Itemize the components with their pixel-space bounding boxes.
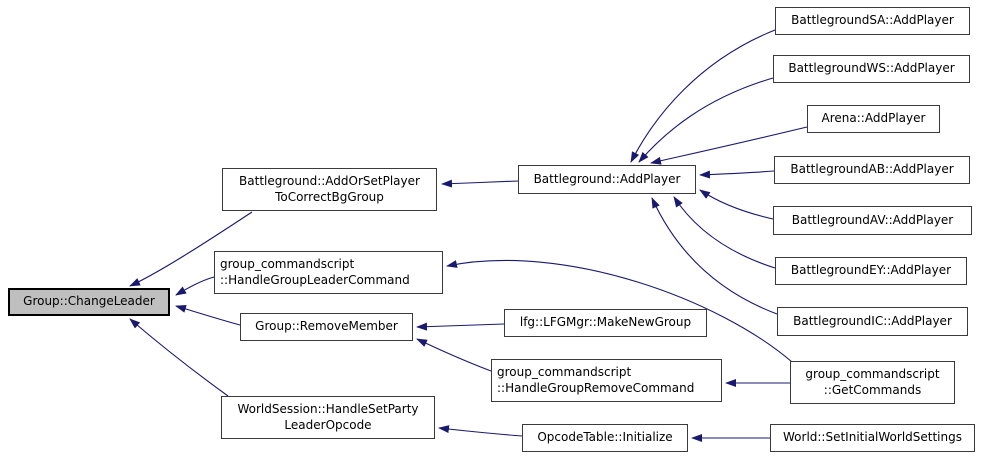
node-label: group_commandscript: [805, 366, 940, 381]
node-world-set-initial-world-settings[interactable]: World::SetInitialWorldSettings: [770, 424, 975, 452]
node-label: group_commandscript: [497, 364, 632, 379]
node-label: Arena::AddPlayer: [821, 111, 926, 126]
node-label: Battleground::AddPlayer: [533, 171, 681, 186]
node-label: ::GetCommands: [823, 382, 922, 397]
edge-handle-group-leader-command--change-leader: [175, 276, 215, 296]
node-handle-group-leader-command[interactable]: group_commandscript::HandleGroupLeaderCo…: [214, 251, 443, 294]
node-label: BattlegroundSA::AddPlayer: [791, 13, 954, 28]
node-label: BattlegroundAB::AddPlayer: [790, 162, 954, 177]
node-battleground-sa-add-player[interactable]: BattlegroundSA::AddPlayer: [775, 7, 970, 35]
node-label: lfg::LFGMgr::MakeNewGroup: [519, 315, 692, 330]
edge-get-commands--handle-group-leader-command: [446, 259, 793, 363]
node-remove-member[interactable]: Group::RemoveMember: [240, 313, 413, 341]
edge-handle-set-party-leader-opcode--change-leader: [129, 318, 229, 397]
edge-battleground-ey-add-player--battleground-add-player: [673, 196, 776, 269]
node-opcode-table-initialize[interactable]: OpcodeTable::Initialize: [522, 424, 688, 452]
node-label: OpcodeTable::Initialize: [537, 430, 673, 445]
node-make-new-group[interactable]: lfg::LFGMgr::MakeNewGroup: [504, 309, 707, 337]
edge-battleground-ws-add-player--battleground-add-player: [638, 77, 774, 163]
edge-add-or-set-player--change-leader: [129, 211, 253, 287]
node-label: BattlegroundWS::AddPlayer: [788, 61, 955, 76]
node-label: BattlegroundIC::AddPlayer: [793, 313, 952, 328]
edge-remove-member--change-leader: [175, 305, 241, 326]
node-battleground-add-player[interactable]: Battleground::AddPlayer: [518, 165, 696, 194]
node-battleground-ic-add-player[interactable]: BattlegroundIC::AddPlayer: [777, 307, 968, 336]
node-battleground-ws-add-player[interactable]: BattlegroundWS::AddPlayer: [773, 55, 970, 83]
node-label: BattlegroundAV::AddPlayer: [791, 212, 954, 227]
node-get-commands[interactable]: group_commandscript::GetCommands: [790, 361, 955, 404]
node-label: group_commandscript: [220, 256, 355, 271]
node-label: ToCorrectBgGroup: [275, 189, 384, 204]
node-label: Battleground::AddOrSetPlayer: [239, 173, 420, 188]
edge-make-new-group--remove-member: [416, 322, 505, 331]
edge-battleground-ab-add-player--battleground-add-player: [699, 170, 775, 179]
node-label: Group::ChangeLeader: [23, 294, 155, 309]
node-battleground-av-add-player[interactable]: BattlegroundAV::AddPlayer: [773, 206, 972, 235]
node-label: World::SetInitialWorldSettings: [783, 430, 962, 445]
node-label: Group::RemoveMember: [255, 319, 398, 334]
node-label: WorldSession::HandleSetParty: [237, 401, 419, 416]
node-label: ::HandleGroupLeaderCommand: [220, 272, 410, 287]
edge-handle-group-remove-command--remove-member: [416, 338, 492, 372]
edge-battleground-ic-add-player--battleground-add-player: [651, 197, 778, 315]
node-label: ::HandleGroupRemoveCommand: [497, 380, 695, 395]
node-label: LeaderOpcode: [284, 417, 372, 432]
edge-battleground-av-add-player--battleground-add-player: [699, 189, 774, 220]
edge-battleground-add-player--add-or-set-player: [441, 179, 519, 188]
node-battleground-ab-add-player[interactable]: BattlegroundAB::AddPlayer: [774, 156, 970, 184]
edge-opcode-table-initialize--handle-set-party-leader-opcode: [438, 425, 523, 437]
node-label: BattlegroundEY::AddPlayer: [790, 263, 952, 278]
node-battleground-ey-add-player[interactable]: BattlegroundEY::AddPlayer: [775, 257, 967, 285]
edge-arena-add-player--battleground-add-player: [650, 126, 808, 165]
node-handle-group-remove-command[interactable]: group_commandscript::HandleGroupRemoveCo…: [491, 359, 722, 402]
edge-battleground-sa-add-player--battleground-add-player: [630, 29, 776, 163]
node-arena-add-player[interactable]: Arena::AddPlayer: [807, 105, 940, 133]
node-change-leader: Group::ChangeLeader: [8, 288, 170, 316]
